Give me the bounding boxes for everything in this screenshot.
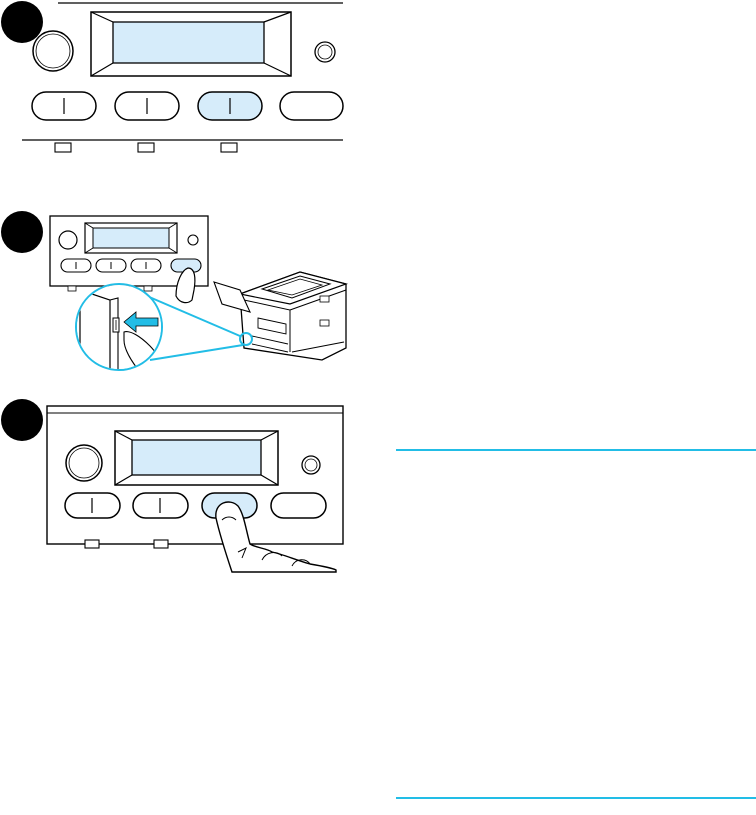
power-button-icon — [33, 31, 73, 71]
step-1 — [1, 1, 343, 152]
step-1-button-3-highlighted — [198, 92, 262, 120]
step-3-indicator-2 — [154, 540, 168, 548]
step-1-button-1 — [32, 92, 96, 120]
step-3-indicator-1 — [85, 540, 99, 548]
step-3-button-4 — [271, 493, 326, 518]
step-1-indicator-3 — [221, 143, 237, 152]
step-3-badge — [1, 399, 43, 441]
step-1-display-screen — [113, 22, 264, 63]
step-1-button-2 — [115, 92, 179, 120]
step-3-display-screen — [132, 440, 261, 475]
step-3-button-2 — [133, 493, 188, 518]
step-3-power-button-icon — [66, 445, 102, 481]
step-3-button-1 — [65, 493, 120, 518]
ready-led-icon — [315, 42, 335, 62]
step-3-ready-led-icon — [302, 456, 320, 474]
step-1-button-4 — [280, 92, 343, 120]
step-2-badge — [1, 211, 43, 253]
step-2 — [1, 211, 346, 372]
step-1-badge — [1, 1, 43, 43]
step-2-ready-led-icon — [188, 235, 198, 245]
step-1-indicator-1 — [55, 143, 71, 152]
step-2-power-button-icon — [59, 231, 77, 249]
step-3 — [1, 399, 343, 572]
step-1-indicator-2 — [138, 143, 154, 152]
